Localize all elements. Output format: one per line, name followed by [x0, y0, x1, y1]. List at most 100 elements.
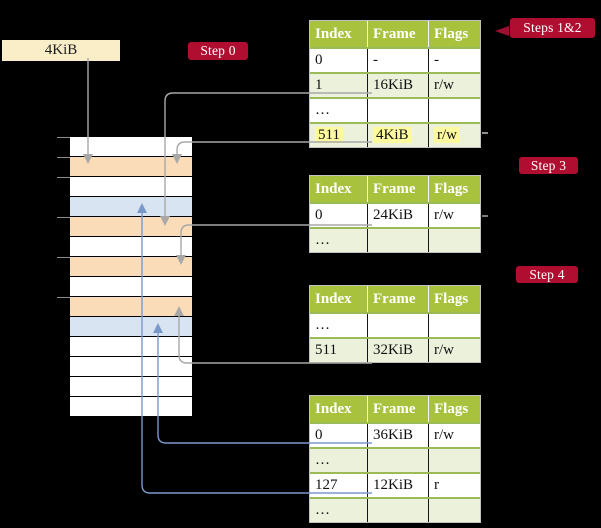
cell-text: 16KiB — [373, 77, 414, 93]
table-cell: r/w — [428, 124, 480, 147]
stub-step3-row-0 — [482, 215, 488, 217]
memory-row — [70, 237, 192, 257]
cell-text: … — [315, 317, 330, 333]
cell-text: r/w — [434, 127, 460, 143]
table-cell: 511 — [310, 339, 367, 362]
cell-text: 0 — [315, 207, 323, 223]
table-cell — [428, 99, 480, 122]
stub-steps12-row-511 — [482, 132, 488, 134]
cell-text: 12KiB — [373, 477, 414, 493]
table-cell: 4KiB — [367, 124, 428, 147]
column-header: Frame — [367, 286, 428, 312]
column-header: Flags — [428, 286, 480, 312]
table-cell: 12KiB — [367, 474, 428, 497]
table-cell: r/w — [428, 339, 480, 362]
table-cell — [367, 499, 428, 522]
memory-row — [70, 337, 192, 357]
table-row: 511 4KiB r/w — [310, 124, 480, 147]
column-header: Flags — [428, 176, 480, 202]
cell-text: - — [434, 52, 439, 68]
address-tick — [57, 137, 70, 138]
column-header: Flags — [428, 396, 480, 422]
memory-row — [70, 297, 192, 317]
table-cell: 32KiB — [367, 339, 428, 362]
table-cell: … — [310, 314, 367, 337]
frame-size-label: 4KiB — [44, 42, 78, 58]
table-row: 0 24KiB r/w — [310, 204, 480, 227]
table-cell: 36KiB — [367, 424, 428, 447]
cell-text: 24KiB — [373, 207, 414, 223]
table-cell: 511 — [310, 124, 367, 147]
cell-text: r/w — [434, 77, 454, 93]
table-row: … — [310, 229, 480, 252]
table-cell — [367, 99, 428, 122]
cell-text: … — [315, 452, 330, 468]
address-tick — [57, 157, 70, 158]
cell-text: … — [315, 502, 330, 518]
table-cell: … — [310, 499, 367, 522]
column-header: Flags — [428, 21, 480, 47]
address-tick — [57, 177, 70, 178]
table-cell — [367, 229, 428, 252]
memory-row — [70, 177, 192, 197]
table-cell: 127 — [310, 474, 367, 497]
cell-text: 4KiB — [373, 127, 412, 143]
badge-step-4: Step 4 — [516, 266, 578, 283]
cell-text: 511 — [315, 342, 337, 358]
cell-text: 0 — [315, 427, 323, 443]
table-cell: r/w — [428, 204, 480, 227]
table-row: … — [310, 499, 480, 522]
memory-row — [70, 137, 192, 157]
cell-text: - — [373, 52, 378, 68]
memory-row — [70, 197, 192, 217]
table-cell: … — [310, 99, 367, 122]
table-cell: r/w — [428, 424, 480, 447]
address-tick — [57, 297, 70, 298]
table-row: … — [310, 314, 480, 337]
column-header: Index — [315, 291, 352, 307]
table-cell: - — [367, 49, 428, 72]
memory-row — [70, 217, 192, 237]
table-row: … — [310, 99, 480, 122]
cell-text: 127 — [315, 477, 338, 493]
table-cell — [428, 314, 480, 337]
frame-size-box: 4KiB — [2, 40, 120, 61]
table-cell: 1 — [310, 74, 367, 97]
badge-step-3: Step 3 — [519, 157, 578, 174]
column-header: Index — [315, 181, 352, 197]
memory-row — [70, 377, 192, 397]
memory-row — [70, 317, 192, 337]
memory-row — [70, 357, 192, 377]
address-tick — [57, 217, 70, 218]
cell-text: 0 — [315, 52, 323, 68]
table-row: … — [310, 449, 480, 472]
table-cell: 16KiB — [367, 74, 428, 97]
address-tick — [57, 257, 70, 258]
cell-text: 1 — [315, 77, 323, 93]
table-row: 0 - - — [310, 49, 480, 72]
table-cell — [428, 449, 480, 472]
table-cell: 0 — [310, 424, 367, 447]
memory-row — [70, 397, 192, 417]
memory-column — [57, 137, 192, 417]
table-cell: 0 — [310, 49, 367, 72]
badge-step-0: Step 0 — [188, 42, 248, 60]
memory-row — [70, 277, 192, 297]
table-cell: r — [428, 474, 480, 497]
steps12-pointer — [495, 26, 509, 36]
table-row: 127 12KiB r — [310, 474, 480, 497]
cell-text: … — [315, 232, 330, 248]
table-cell: - — [428, 49, 480, 72]
table-cell: 24KiB — [367, 204, 428, 227]
column-header: Index — [315, 401, 352, 417]
column-header: Index — [315, 26, 352, 42]
table-cell — [428, 229, 480, 252]
